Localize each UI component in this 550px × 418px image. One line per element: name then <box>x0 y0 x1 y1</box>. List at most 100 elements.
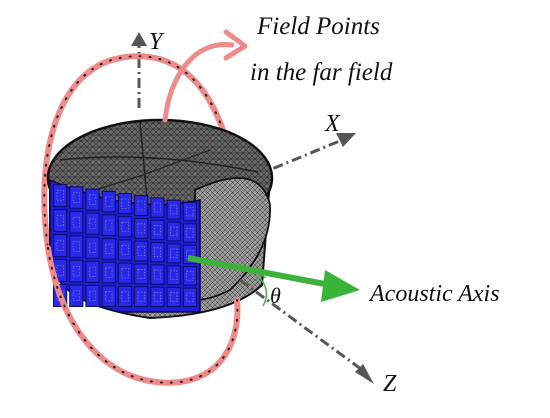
acoustic-axis-label: Acoustic Axis <box>370 281 500 307</box>
transducer-element <box>117 285 133 307</box>
transducer-element-detail <box>153 292 161 302</box>
field-points-label-line1: Field Points <box>257 13 380 40</box>
transducer-element <box>85 212 100 235</box>
transducer-element-detail <box>121 245 129 255</box>
transducer-element <box>150 264 165 285</box>
z-axis-arrowhead <box>355 364 374 384</box>
transducer-element-detail <box>121 221 129 232</box>
transducer-element <box>134 263 149 285</box>
transducer-element-detail <box>105 196 113 207</box>
transducer-element-detail <box>121 268 129 279</box>
field-points-ring-front <box>45 245 241 386</box>
transducer-element-detail <box>121 198 129 209</box>
transducer-element <box>150 197 165 218</box>
transducer-element <box>182 201 198 222</box>
transducer-element-detail <box>137 291 145 302</box>
transducer-element <box>134 240 149 262</box>
top-cap-seam-3 <box>94 149 211 191</box>
transducer-element-detail <box>137 268 145 279</box>
transducer-element-detail <box>137 246 145 257</box>
transducer-element <box>166 199 181 220</box>
transducer-element <box>53 184 68 208</box>
transducer-element-detail <box>121 291 129 302</box>
transducer-element-detail <box>72 265 80 277</box>
transducer-element <box>166 243 181 264</box>
transducer-element <box>69 235 84 258</box>
transducer-element <box>101 238 116 260</box>
transducer-element <box>69 284 84 307</box>
transducer-element-detail <box>170 248 178 258</box>
z-axis-line <box>239 278 366 374</box>
transducer-element <box>85 260 100 283</box>
transducer-element <box>182 223 198 243</box>
y-axis-label: Y <box>149 29 163 55</box>
transducer-element-detail <box>105 291 113 302</box>
transducer-element <box>134 218 149 239</box>
transducer-element-detail <box>89 242 97 253</box>
housing-front-shell <box>194 177 271 301</box>
x-axis-label: X <box>325 111 340 137</box>
transducer-element-detail <box>56 240 64 251</box>
transducer-element-detail <box>153 269 161 280</box>
transducer-element <box>117 262 133 284</box>
field-points-ring-arrowhead <box>223 29 248 61</box>
transducer-element-grid <box>53 184 198 308</box>
transducer-element <box>134 195 149 216</box>
z-axis-label: Z <box>383 371 397 397</box>
transducer-element <box>166 221 181 242</box>
transducer-element-detail <box>56 265 64 276</box>
transducer-element <box>182 266 198 286</box>
transducer-element <box>85 236 100 259</box>
transducer-element <box>69 186 84 209</box>
transducer-element-detail <box>170 204 178 215</box>
transducer-element <box>166 287 181 308</box>
transducer-element <box>166 265 181 286</box>
transducer-element-detail <box>170 292 178 302</box>
transducer-element-detail <box>72 216 80 228</box>
transducer-element <box>53 209 68 233</box>
transducer-element <box>182 287 198 308</box>
transducer-element-detail <box>72 241 80 252</box>
transducer-element-detail <box>89 266 97 277</box>
transducer-element-detail <box>137 200 145 211</box>
transducer-element-detail <box>153 247 161 258</box>
transducer-element-detail <box>72 290 80 301</box>
transducer-element-detail <box>105 267 113 278</box>
transducer-element <box>101 190 116 213</box>
transducer-element <box>150 219 165 241</box>
theta-label: θ <box>270 283 281 308</box>
top-cap-seam-1 <box>59 156 259 173</box>
theta-angle-arc <box>257 275 268 307</box>
transducer-element <box>101 285 116 307</box>
transducer-element-detail <box>170 226 178 237</box>
transducer-element-detail <box>137 223 145 234</box>
transducer-element <box>101 214 116 236</box>
transducer-element-detail <box>105 243 113 254</box>
transducer-element <box>117 239 133 261</box>
transducer-element <box>85 188 100 211</box>
transducer-element-detail <box>89 218 97 229</box>
transducer-element-detail <box>89 194 97 205</box>
transducer-element-detail <box>89 290 97 302</box>
transducer-element <box>134 286 149 308</box>
transducer-element <box>150 286 165 308</box>
y-axis-arrowhead <box>131 32 147 46</box>
transducer-element <box>69 259 84 283</box>
transducer-element <box>117 193 133 215</box>
transducer-element <box>150 242 165 263</box>
transducer-element-detail <box>105 220 113 231</box>
transducer-element <box>53 234 68 258</box>
transducer-element-detail <box>72 192 80 203</box>
transducer-element-detail <box>170 270 178 280</box>
transducer-element <box>117 216 133 238</box>
transducer-element <box>85 284 100 307</box>
transducer-element-detail <box>186 228 194 238</box>
transducer-element-detail <box>153 225 161 235</box>
transducer-element-detail <box>56 215 64 226</box>
acoustic-axis-arrowhead <box>321 270 360 302</box>
acoustic-axis-shaft <box>187 255 331 288</box>
transducer-element-detail <box>186 207 194 217</box>
transducer-element-detail <box>186 292 194 302</box>
